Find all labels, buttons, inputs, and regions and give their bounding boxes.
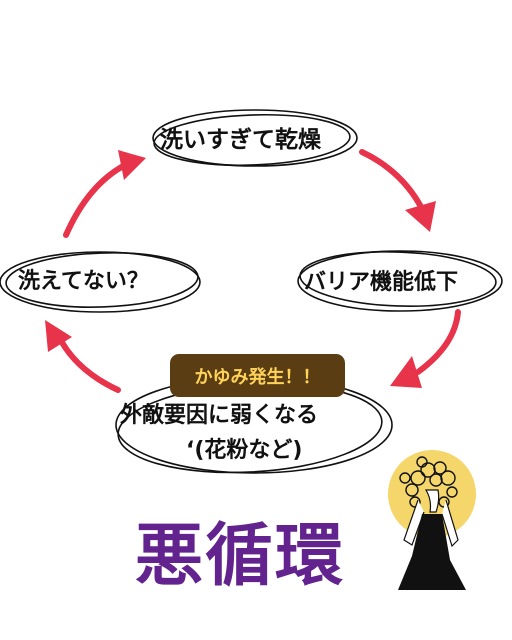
woman-illustration [388, 450, 476, 590]
itch-badge: かゆみ発生！！ [170, 354, 345, 397]
arrowhead-top [118, 150, 146, 180]
arrow-left-to-top [63, 162, 128, 238]
arrow-bottom-to-left [55, 332, 121, 393]
itch-badge-label: かゆみ発生！！ [194, 366, 321, 388]
arrowhead-right [405, 201, 436, 232]
ellipse-top [152, 109, 358, 167]
node-barrier-decline: バリア機能低下 [304, 270, 459, 295]
node-over-washing: 洗いすぎて乾燥 [160, 127, 321, 153]
ellipse-right [297, 250, 503, 312]
arrowhead-left [45, 320, 72, 352]
arrow-top-to-right [359, 149, 423, 208]
node-external-factors: 外敵要因に弱くなる [120, 403, 319, 428]
page-title: 悪循環 [135, 517, 346, 596]
ellipse-left [0, 251, 201, 313]
node-external-factors-note: ‘(花粉など) [186, 438, 303, 463]
node-not-washed: 洗えてない？ [18, 269, 149, 294]
arrowhead-bottom [390, 356, 422, 388]
arrow-right-to-bottom [415, 309, 461, 375]
